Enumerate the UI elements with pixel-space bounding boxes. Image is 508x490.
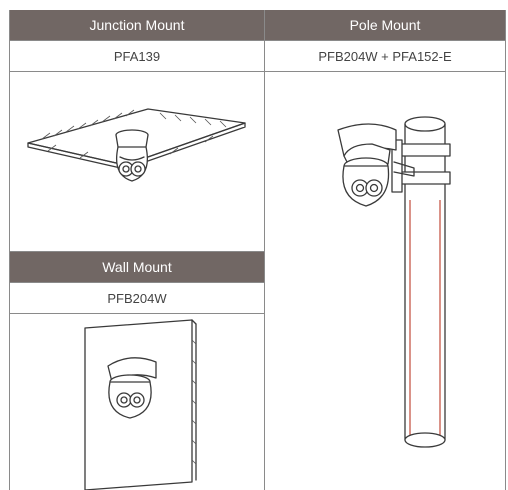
table-border-middle xyxy=(264,10,265,490)
row-divider-header xyxy=(9,40,506,41)
pole-mount-model: PFB204W + PFA152-E xyxy=(265,41,505,71)
row-divider-wall-model xyxy=(9,313,265,314)
junction-mount-model: PFA139 xyxy=(10,41,264,71)
row-divider-model xyxy=(9,71,506,72)
row-divider-wall-top xyxy=(9,251,265,252)
wall-mount-model: PFB204W xyxy=(10,283,264,313)
table-border-right xyxy=(505,10,506,490)
row-divider-wall-header xyxy=(9,282,265,283)
junction-mount-header: Junction Mount xyxy=(10,10,264,40)
wall-mount-header: Wall Mount xyxy=(10,252,264,282)
junction-mount-illustration xyxy=(27,108,246,182)
pole-mount-header: Pole Mount xyxy=(265,10,505,40)
table-border-left xyxy=(9,10,10,490)
wall-mount-illustration xyxy=(84,319,197,490)
pole-mount-illustration xyxy=(337,116,451,448)
